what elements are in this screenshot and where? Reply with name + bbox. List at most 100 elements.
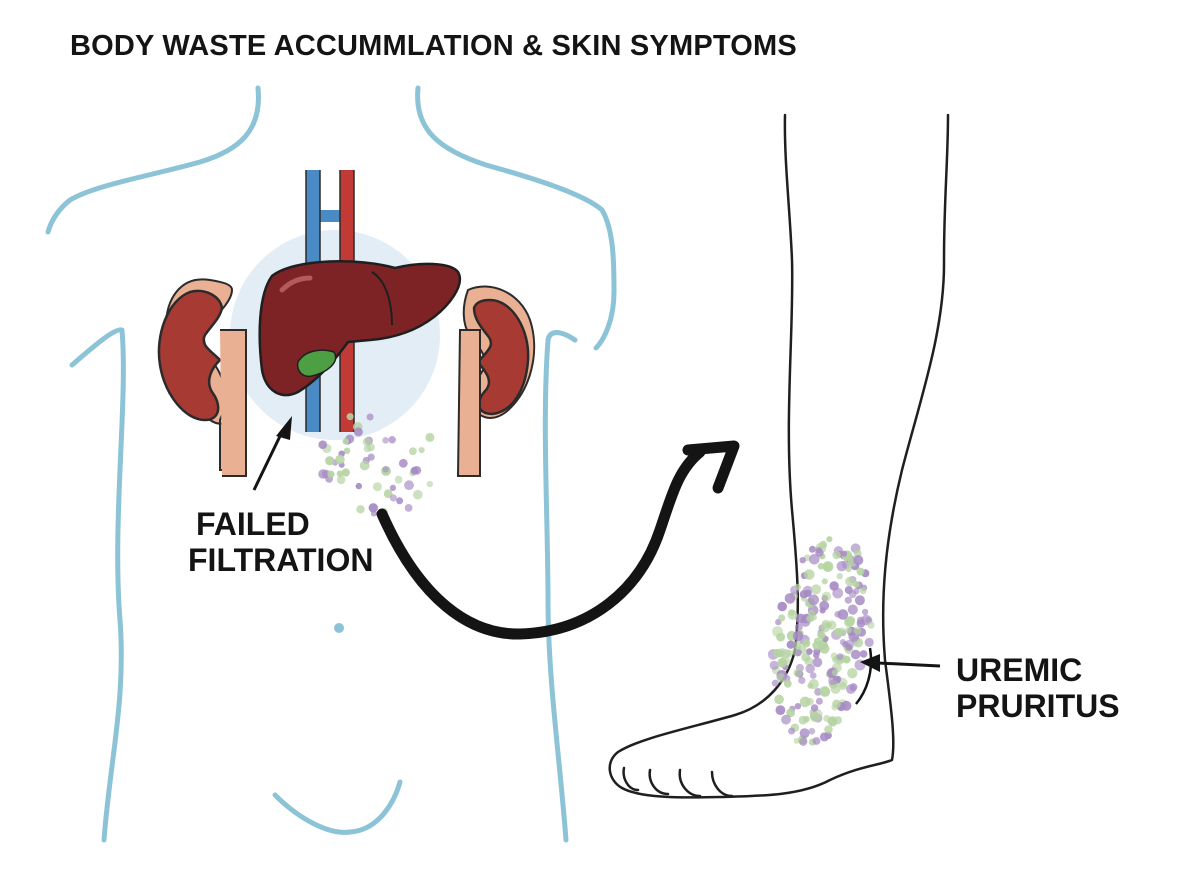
toxin-particle <box>363 444 372 453</box>
toxin-particle <box>418 447 425 454</box>
toxin-particle <box>821 578 828 585</box>
toxin-particle <box>802 585 813 596</box>
toxin-particle <box>776 673 787 683</box>
toxin-particle <box>813 637 821 645</box>
failed-filtration-line-1: FAILED <box>196 506 310 542</box>
toxin-particle <box>836 653 844 660</box>
toxin-particle <box>819 732 829 742</box>
toxin-particle <box>811 584 822 595</box>
toxin-particle <box>777 658 788 668</box>
toxin-particle <box>773 648 782 658</box>
toxin-particle <box>382 437 389 444</box>
toxin-particle <box>806 615 814 623</box>
toxin-particle <box>389 494 397 502</box>
toxin-particle <box>799 737 808 747</box>
toxin-particles-leg <box>767 536 875 747</box>
failed-filtration-label: FAILED FILTRATION <box>188 506 373 578</box>
toxin-particle <box>426 480 433 488</box>
toxin-particle <box>777 601 787 612</box>
toxin-particle <box>832 587 844 599</box>
toxin-particle <box>336 470 344 477</box>
toxin-particle <box>404 480 414 491</box>
toxin-particle <box>794 703 802 710</box>
toxin-particle <box>861 608 869 616</box>
toxin-particle <box>398 458 408 468</box>
toxin-particle <box>798 715 808 725</box>
page-title: BODY WASTE ACCUMMLATION & SKIN SYMPTOMS <box>70 30 797 62</box>
toxin-particle <box>848 590 857 599</box>
toxin-particle <box>325 456 335 466</box>
toxin-particle <box>788 727 796 735</box>
toxin-particle <box>867 621 875 629</box>
toxin-particle <box>837 609 849 620</box>
toxin-particle <box>775 705 786 715</box>
toxin-particle <box>801 652 811 662</box>
toxin-particle <box>834 611 841 618</box>
toxin-particle <box>370 510 377 517</box>
toxin-particle <box>817 630 826 640</box>
toxin-particle <box>817 563 825 570</box>
toxin-particle <box>853 555 864 566</box>
toxin-particle <box>808 727 816 735</box>
toxin-particle <box>832 550 841 560</box>
toxin-particle <box>808 609 816 617</box>
toxin-particle <box>784 593 796 604</box>
toxin-particle <box>854 595 865 606</box>
toxin-particle <box>798 676 806 685</box>
toxin-particle <box>844 596 852 604</box>
toxin-particle <box>342 438 349 445</box>
navel <box>334 623 344 633</box>
toxin-particle <box>830 652 838 660</box>
toxin-particle <box>853 626 862 635</box>
toxin-particle <box>810 704 819 712</box>
toxin-particle <box>799 696 811 708</box>
toxin-particle <box>799 728 810 739</box>
torso-outline <box>45 85 617 843</box>
toxin-particle <box>809 672 817 679</box>
toxin-particle <box>389 484 396 491</box>
toxin-particle <box>830 684 841 694</box>
toxin-particle <box>811 708 823 720</box>
toxin-particle <box>336 475 346 485</box>
toxin-particle <box>833 716 843 725</box>
toxin-particle <box>831 669 839 676</box>
toxin-particle <box>388 436 396 444</box>
toxin-particle <box>813 648 821 656</box>
toxin-particle <box>845 576 856 587</box>
toxin-particle <box>778 614 786 622</box>
toxin-particle <box>841 700 852 711</box>
toxin-particle <box>787 609 798 620</box>
toxin-particle <box>382 466 389 473</box>
toxin-particle <box>831 704 838 711</box>
toxin-particle <box>822 561 834 572</box>
uremic-pruritus-label: UREMIC PRURITUS <box>956 652 1120 724</box>
toxin-particle <box>783 679 792 688</box>
toxin-particle <box>819 607 826 614</box>
uremic-pruritus-line-2: PRURITUS <box>956 688 1120 724</box>
toxin-particle <box>824 725 833 734</box>
toxin-particle <box>819 643 830 654</box>
toxin-particle <box>804 569 815 580</box>
toxin-particle <box>828 675 838 686</box>
pointer-arrow-icon <box>252 416 292 491</box>
toxin-particle <box>794 649 802 657</box>
toxin-particle <box>774 694 784 705</box>
toxin-particle <box>837 627 846 637</box>
toxin-particle <box>346 413 354 421</box>
toxin-particle <box>769 660 779 670</box>
gallbladder-icon <box>296 349 337 378</box>
toxin-particle <box>372 482 382 492</box>
toxin-particle <box>805 664 815 674</box>
toxin-particle <box>793 668 803 678</box>
toxin-particle <box>396 497 404 505</box>
toxin-particle <box>409 447 417 456</box>
toxin-particle <box>812 657 823 668</box>
toxin-particle <box>845 627 852 634</box>
toxin-particle <box>849 683 858 692</box>
toxin-particle <box>772 626 783 637</box>
toxin-particle <box>335 454 345 465</box>
toxin-particle <box>806 648 813 655</box>
toxin-particle <box>327 470 335 478</box>
toxin-particle <box>841 550 848 557</box>
